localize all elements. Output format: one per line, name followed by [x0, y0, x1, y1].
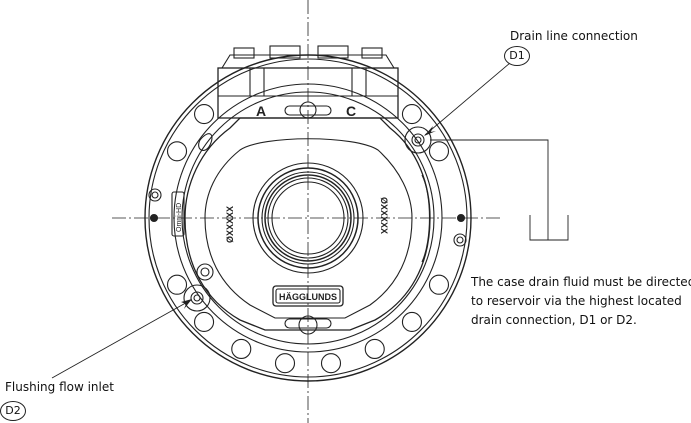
note-line: The case drain fluid must be directed [471, 275, 691, 289]
d1-tag: D1 [504, 46, 530, 66]
flushing-flow-inlet-label: Flushing flow inlet [5, 380, 114, 394]
pin-right [456, 213, 466, 223]
bolt-hole [428, 274, 450, 295]
drain-line [430, 139, 549, 240]
bolt-holes [166, 104, 450, 374]
note-line: drain connection, D1 or D2. [471, 313, 637, 327]
screw-right [453, 233, 467, 247]
model-plate [171, 191, 185, 237]
drain-note: The case drain fluid must be directed to… [471, 273, 691, 330]
flange-edge [148, 58, 468, 378]
bolt-hole [194, 104, 215, 125]
port-c-label: C [346, 103, 356, 119]
bolt-hole [320, 353, 342, 374]
brand-plate [272, 285, 344, 307]
d2-tag: D2 [0, 401, 26, 421]
bolt-hole [194, 311, 215, 332]
bore-inner [271, 181, 345, 255]
flushing-port-d2 [183, 284, 211, 312]
bolt-hole [428, 141, 450, 162]
dim-right-label: ØXXXXX [379, 197, 389, 234]
motor-body [184, 117, 431, 331]
flange-inner-ring [173, 83, 443, 353]
bolt-hole [401, 311, 422, 332]
port-a-label: A [256, 103, 266, 119]
pin-left [149, 213, 159, 223]
bolt-hole [401, 104, 422, 125]
d1-leader [424, 62, 511, 136]
screw-left [148, 188, 162, 202]
d2-leader [51, 299, 192, 379]
housing-ring [181, 91, 435, 345]
bolt-hole [231, 338, 252, 360]
lifting-lug-bottom [284, 318, 332, 329]
lifting-lug-top [284, 105, 332, 116]
bolt-hole [274, 353, 296, 374]
bolt-hole [364, 338, 385, 360]
bolt-hole [166, 141, 188, 162]
bore-outer [252, 162, 364, 274]
drain-port-d1 [404, 126, 432, 154]
drain-line-connection-label: Drain line connection [510, 29, 638, 43]
bolt-hole [166, 274, 188, 295]
reservoir-symbol [529, 215, 569, 241]
model-label: Omni-HD [176, 203, 183, 232]
brand-label: HÄGGLUNDS [279, 292, 337, 302]
dim-left-label: ØXXXXX [225, 206, 235, 243]
body-inner [204, 138, 413, 319]
note-line: to reservoir via the highest located [471, 294, 682, 308]
